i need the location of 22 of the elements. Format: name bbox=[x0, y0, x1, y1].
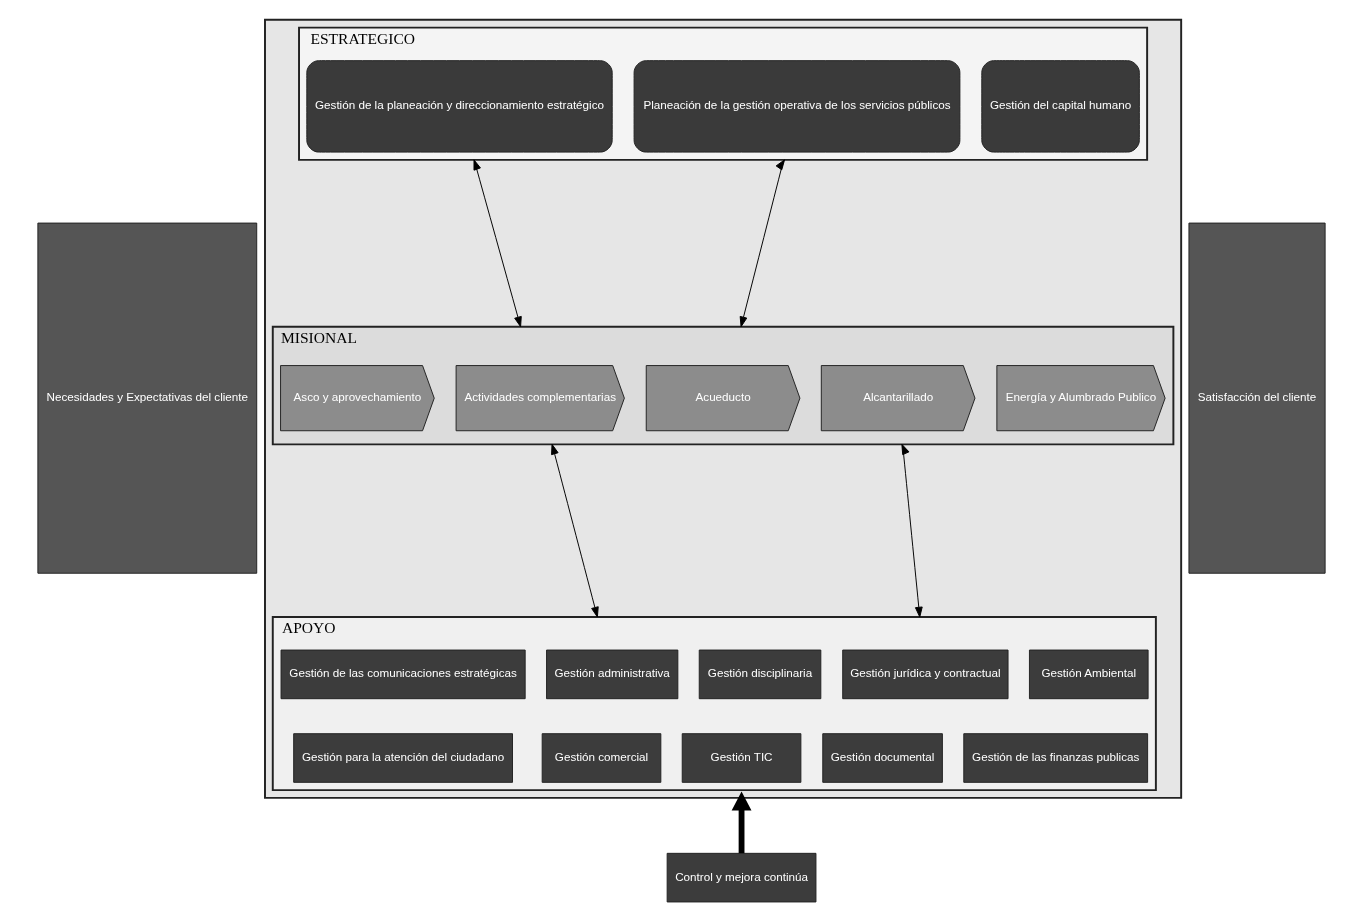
node-box: Planeación de la gestión operativa de los servicios públicos bbox=[633, 60, 960, 153]
node-box: Gestión jurídica y contractual bbox=[841, 649, 1009, 700]
node-box: Gestión de las comunicaciones estratégicas bbox=[280, 649, 526, 700]
node-box: Gestión de la planeación y direccionamiento estratégico bbox=[305, 60, 613, 153]
node-box: Gestión del capital humano bbox=[980, 60, 1140, 153]
node-box: Gestión disciplinaria bbox=[698, 649, 821, 700]
node-box: Control y mejora continúa bbox=[666, 852, 816, 903]
node-box: Gestión documental bbox=[821, 733, 943, 783]
node-box: Gestión TIC bbox=[681, 733, 801, 783]
arrow bbox=[473, 159, 522, 328]
arrow bbox=[739, 159, 785, 328]
node-box: Gestión Ambiental bbox=[1028, 649, 1149, 700]
node-box: Gestión comercial bbox=[541, 733, 661, 783]
node-box: Gestión de las finanzas publicas bbox=[962, 733, 1148, 783]
arrow bbox=[550, 443, 599, 618]
node-box: Gestión administrativa bbox=[545, 649, 678, 700]
arrow bbox=[900, 443, 923, 618]
node-box: Necesidades y Expectativas del cliente bbox=[36, 222, 257, 574]
node-box: Gestión para la atención del ciudadano bbox=[292, 733, 513, 783]
cluster bbox=[263, 18, 1182, 799]
arrow bbox=[731, 791, 751, 854]
node-box: Satisfacción del cliente bbox=[1187, 222, 1326, 574]
